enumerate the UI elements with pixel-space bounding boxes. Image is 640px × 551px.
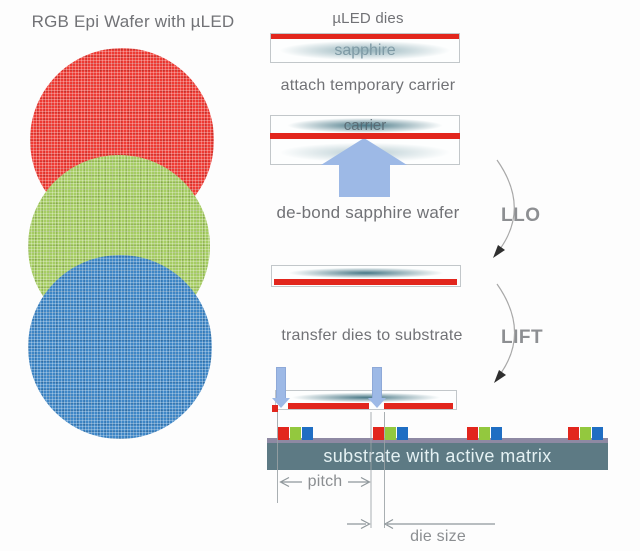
blue-die bbox=[491, 427, 502, 440]
rgb-die-group-3 bbox=[467, 427, 502, 440]
substrate-bar: substrate with active matrix bbox=[267, 438, 608, 470]
llo-arrowhead bbox=[493, 245, 505, 258]
substrate-top-strip bbox=[267, 438, 608, 443]
blue-die bbox=[302, 427, 313, 440]
blue-die bbox=[397, 427, 408, 440]
lift-down-arrow-1 bbox=[272, 367, 290, 408]
sapphire-wafer-box: sapphire bbox=[270, 33, 460, 63]
die-size-arrowhead-left bbox=[383, 518, 394, 530]
attach-carrier-label: attach temporary carrier bbox=[280, 77, 456, 94]
green-die bbox=[385, 427, 396, 440]
die-size-text: die size bbox=[410, 528, 466, 545]
dies-stripe-segment-a bbox=[288, 403, 369, 409]
blue-die bbox=[592, 427, 603, 440]
llo-label: LLO bbox=[501, 205, 541, 226]
released-die-fragment bbox=[272, 405, 278, 412]
red-die bbox=[373, 427, 384, 440]
pitch-text: pitch bbox=[307, 473, 343, 490]
up-arrow-head bbox=[321, 138, 407, 165]
transfer-label: transfer dies to substrate bbox=[281, 327, 463, 344]
carrier-gradient-3 bbox=[277, 392, 455, 403]
green-die bbox=[580, 427, 591, 440]
rgb-die-group-1 bbox=[278, 427, 313, 440]
down-arrow-head bbox=[368, 398, 386, 408]
red-die bbox=[568, 427, 579, 440]
rgb-die-group-2 bbox=[373, 427, 408, 440]
carrier-gradient-2 bbox=[273, 267, 459, 279]
dies-stripe-segment-b bbox=[384, 403, 453, 409]
lift-label: LIFT bbox=[501, 327, 544, 348]
carrier-with-dies-box bbox=[271, 265, 461, 287]
down-arrow-shaft bbox=[372, 367, 382, 398]
substrate-label: substrate with active matrix bbox=[323, 446, 552, 466]
carrier-label: carrier bbox=[343, 116, 387, 134]
green-die bbox=[290, 427, 301, 440]
green-die bbox=[479, 427, 490, 440]
rgb-die-group-4 bbox=[568, 427, 603, 440]
sapphire-label: sapphire bbox=[334, 41, 396, 59]
uled-dies-label: µLED dies bbox=[332, 10, 404, 27]
red-die bbox=[467, 427, 478, 440]
lift-down-arrow-2 bbox=[368, 367, 386, 408]
pitch-arrowhead-right bbox=[360, 476, 371, 488]
blue-epi-wafer bbox=[28, 255, 212, 439]
pitch-arrowhead-left bbox=[279, 476, 290, 488]
uled-dies-stripe bbox=[271, 34, 459, 39]
bond-layer-stripe bbox=[270, 133, 460, 139]
debond-label: de-bond sapphire wafer bbox=[276, 203, 460, 222]
red-die bbox=[278, 427, 289, 440]
lift-arrowhead bbox=[494, 370, 506, 383]
wafer-stack-title: RGB Epi Wafer with µLED bbox=[31, 12, 235, 31]
dies-stripe-2 bbox=[274, 279, 457, 285]
up-arrow-shaft bbox=[338, 165, 390, 197]
down-arrow-head bbox=[272, 398, 290, 408]
die-size-arrowhead-right bbox=[360, 518, 371, 530]
down-arrow-shaft bbox=[276, 367, 286, 398]
debond-up-arrow bbox=[321, 138, 407, 197]
